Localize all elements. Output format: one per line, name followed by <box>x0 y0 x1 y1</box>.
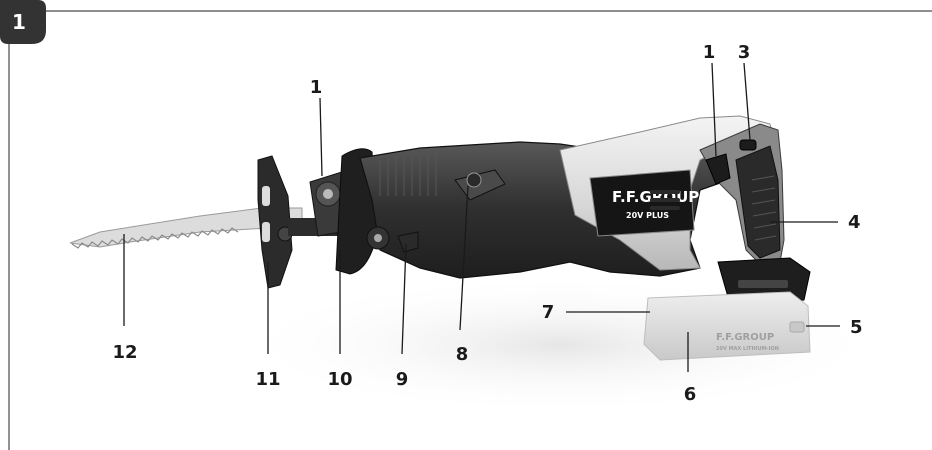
leader-1b <box>711 62 717 157</box>
leader-3 <box>743 62 751 141</box>
front-grip-texture <box>379 152 437 196</box>
pivoting-shoe <box>257 155 293 289</box>
callout-1b: 1 <box>703 42 716 63</box>
callout-6: 6 <box>684 384 697 405</box>
callout-7: 7 <box>542 302 555 323</box>
brand-label: F.F.GROUP 20V PLUS <box>589 169 699 237</box>
handle-grip-texture <box>751 175 777 241</box>
battery-logo: F.F.GROUP <box>716 332 774 343</box>
figure-number: 1 <box>12 10 26 34</box>
lock-off-button <box>739 139 757 151</box>
callout-12: 12 <box>112 342 137 363</box>
battery-pack: F.F.GROUP 20V MAX LITHIUM-ION <box>643 257 811 361</box>
vent-slots <box>650 190 680 210</box>
leader-9 <box>401 243 407 355</box>
callout-4: 4 <box>848 212 861 233</box>
callout-5: 5 <box>850 317 863 338</box>
callout-11: 11 <box>255 369 280 390</box>
callout-10: 10 <box>327 369 352 390</box>
callout-9: 9 <box>396 369 409 390</box>
leader-8 <box>459 185 469 331</box>
callout-1a: 1 <box>310 77 323 98</box>
handle-grip-overmold <box>735 145 781 259</box>
trigger-switch <box>705 153 731 185</box>
callout-3: 3 <box>738 42 751 63</box>
leader-1a <box>319 97 323 177</box>
shoe-adjustment-knob <box>366 226 419 253</box>
callout-8: 8 <box>456 344 469 365</box>
saw-blade <box>69 207 303 249</box>
figure-number-badge: 1 <box>0 0 46 44</box>
brand-model: 20V PLUS <box>626 211 669 220</box>
battery-text: 20V MAX LITHIUM-ION <box>716 346 779 352</box>
